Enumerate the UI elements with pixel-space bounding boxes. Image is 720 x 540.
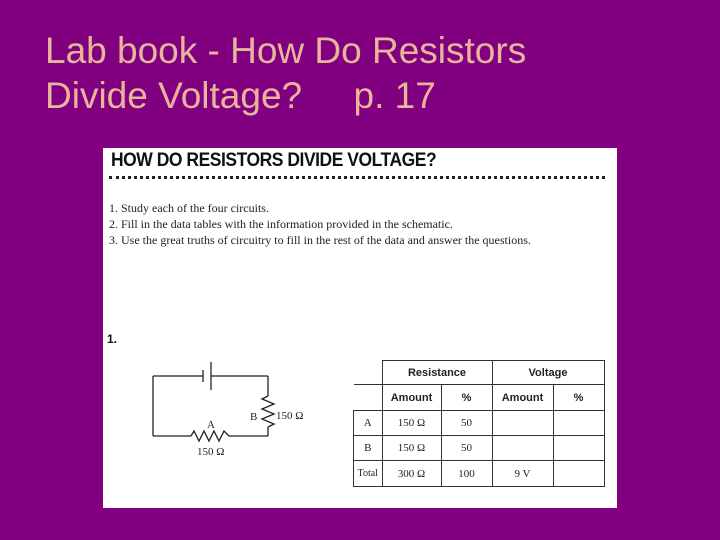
voltage-header: Voltage [491,360,605,385]
slide-title-line-1: Lab book - How Do Resistors [45,30,527,71]
table-row: Total 300 Ω 100 9 V [353,460,605,487]
problem-number: 1. [107,332,118,346]
volt-percent-cell [552,410,605,436]
volt-percent-cell [552,435,605,461]
instruction-step: 3. Use the great truths of circuitry to … [109,233,531,247]
resistor-b-label: B [250,411,257,423]
row-label: Total [353,460,383,487]
volt-percent-cell [552,460,605,487]
volt-amount-cell: 9 V [491,460,554,487]
row-label: B [353,435,383,461]
res-amount-header: Amount [381,384,442,411]
resistor-a-symbol [190,429,230,443]
resistor-b-symbol [260,395,276,428]
worksheet-title: HOW DO RESISTORS DIVIDE VOLTAGE? [111,150,437,171]
instruction-step: 1. Study each of the four circuits. [109,201,269,215]
res-percent-cell: 100 [440,460,493,487]
volt-amount-cell [491,435,554,461]
resistor-a-label: A [207,419,215,431]
res-amount-cell: 150 Ω [381,435,442,461]
res-amount-cell: 150 Ω [381,410,442,436]
res-percent-header: % [440,384,493,411]
resistor-b-value: 150 Ω [276,410,303,422]
slide-title-line-2: Divide Voltage? p. 17 [45,75,436,116]
resistance-header: Resistance [381,360,493,385]
data-table: Resistance Voltage Amount % Amount % A 1… [353,360,605,487]
res-percent-cell: 50 [440,435,493,461]
res-percent-cell: 50 [440,410,493,436]
instruction-list: 1. Study each of the four circuits. 2. F… [109,200,531,248]
dotted-divider [109,170,605,179]
volt-amount-header: Amount [491,384,554,411]
table-corner [353,360,383,385]
table-row: B 150 Ω 50 [353,435,605,461]
resistor-a-value: 150 Ω [197,446,224,458]
circuit-schematic: B 150 Ω A 150 Ω [152,362,303,458]
res-amount-cell: 300 Ω [381,460,442,487]
table-corner [353,384,383,411]
row-label: A [353,410,383,436]
table-row: A 150 Ω 50 [353,410,605,436]
worksheet-image: HOW DO RESISTORS DIVIDE VOLTAGE? 1. Stud… [103,148,617,508]
instruction-step: 2. Fill in the data tables with the info… [109,217,453,231]
volt-amount-cell [491,410,554,436]
volt-percent-header: % [552,384,605,411]
